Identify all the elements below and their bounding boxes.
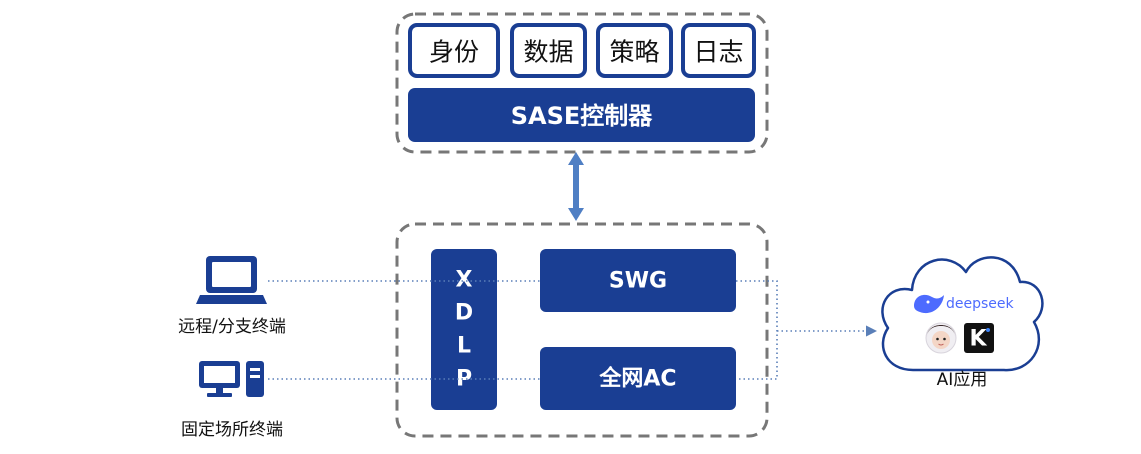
cloud-icon <box>881 256 1044 372</box>
xdlp-letter-l: L <box>457 334 471 359</box>
sase-controller-label: SASE控制器 <box>511 102 654 130</box>
xdlp-letter-d: D <box>455 301 473 326</box>
fixed-endpoint-label: 固定场所终端 <box>181 420 283 440</box>
dotted-connectors <box>268 280 878 380</box>
ai-apps-label: AI应用 <box>937 370 988 390</box>
edge-group-frame <box>395 222 769 438</box>
module-chip-identity[interactable]: 身份 <box>408 23 500 78</box>
module-chip-log-label: 日志 <box>693 38 743 67</box>
module-chip-policy-label: 策略 <box>609 38 659 67</box>
deepseek-brand-label: deepseek <box>946 296 1015 312</box>
edge-to-cloud-line <box>736 280 778 380</box>
module-chip-data[interactable]: 数据 <box>510 23 587 78</box>
kimi-letter: K <box>969 327 987 352</box>
laptop-icon <box>196 256 267 304</box>
swg-label: SWG <box>609 269 667 294</box>
xdlp-letter-x: X <box>456 268 473 293</box>
remote-endpoint-label: 远程/分支终端 <box>178 317 286 337</box>
xdlp-letter-p: P <box>456 367 472 392</box>
module-chip-policy[interactable]: 策略 <box>596 23 673 78</box>
kimi-icon: K <box>964 323 994 353</box>
desktop-computer-icon <box>199 361 264 397</box>
ac-box[interactable]: 全网AC <box>540 347 736 410</box>
module-chip-data-label: 数据 <box>523 38 573 67</box>
ac-label: 全网AC <box>598 366 676 392</box>
deepseek-whale-icon <box>914 294 944 314</box>
module-chip-identity-label: 身份 <box>429 38 479 67</box>
double-arrow-icon <box>568 152 584 221</box>
module-chip-log[interactable]: 日志 <box>681 23 756 78</box>
sase-controller-bar[interactable]: SASE控制器 <box>408 88 755 142</box>
avatar-icon <box>925 322 957 354</box>
xdlp-bar[interactable]: X D L P <box>431 249 497 410</box>
swg-box[interactable]: SWG <box>540 249 736 312</box>
controller-group-frame <box>395 12 769 154</box>
